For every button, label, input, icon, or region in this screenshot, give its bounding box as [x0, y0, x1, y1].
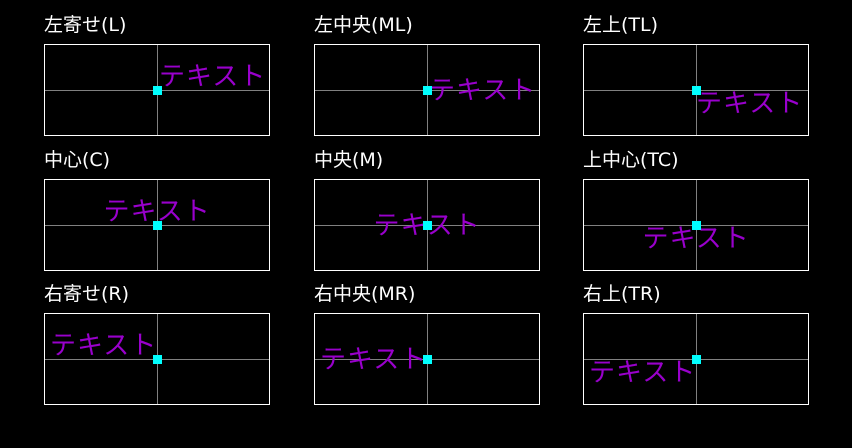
- anchor-point-icon: [692, 86, 701, 95]
- panel-label: 左中央(ML): [314, 14, 413, 36]
- anchor-point-icon: [423, 221, 432, 230]
- sample-text: テキスト: [642, 224, 750, 254]
- panel-label: 左寄せ(L): [44, 14, 127, 36]
- sample-text: テキスト: [103, 197, 211, 227]
- anchor-point-icon: [692, 355, 701, 364]
- panel-label: 左上(TL): [583, 14, 659, 36]
- panel-label: 中心(C): [44, 149, 111, 171]
- panel-label: 中央(M): [314, 149, 384, 171]
- anchor-point-icon: [153, 86, 162, 95]
- anchor-point-icon: [692, 221, 701, 230]
- anchor-point-icon: [423, 355, 432, 364]
- panel-label: 右中央(MR): [314, 283, 416, 305]
- panel-label: 上中心(TC): [583, 149, 679, 171]
- anchor-point-icon: [153, 355, 162, 364]
- alignment-box: テキスト: [44, 313, 270, 405]
- anchor-point-icon: [153, 221, 162, 230]
- panel-label: 右寄せ(R): [44, 283, 130, 305]
- sample-text: テキスト: [320, 345, 428, 375]
- alignment-box: テキスト: [44, 179, 270, 271]
- alignment-box: テキスト: [314, 313, 540, 405]
- sample-text: テキスト: [696, 89, 804, 119]
- sample-text: テキスト: [159, 62, 267, 92]
- alignment-box: テキスト: [314, 44, 540, 136]
- panel-label: 右上(TR): [583, 283, 661, 305]
- alignment-box: テキスト: [583, 179, 809, 271]
- alignment-box: テキスト: [314, 179, 540, 271]
- anchor-point-icon: [423, 86, 432, 95]
- alignment-box: テキスト: [44, 44, 270, 136]
- alignment-box: テキスト: [583, 313, 809, 405]
- sample-text: テキスト: [429, 76, 537, 106]
- sample-text: テキスト: [589, 358, 697, 388]
- sample-text: テキスト: [50, 331, 158, 361]
- alignment-box: テキスト: [583, 44, 809, 136]
